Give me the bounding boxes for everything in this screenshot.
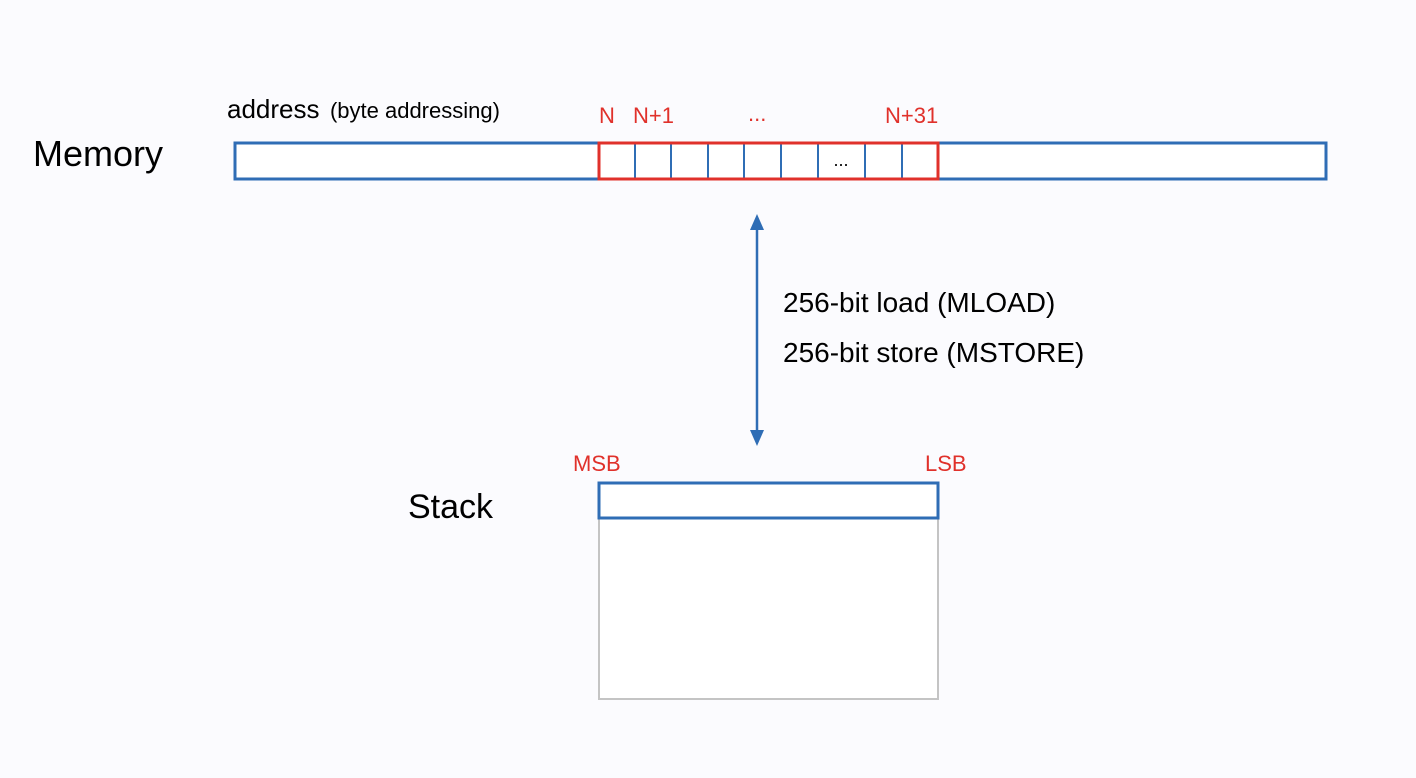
address-note: (byte addressing) bbox=[330, 98, 500, 123]
stack-top-slot bbox=[597, 481, 940, 520]
memory-cell-ellipsis: ... bbox=[833, 150, 848, 170]
address-word: address bbox=[227, 94, 320, 124]
mload-caption: 256-bit load (MLOAD) bbox=[783, 287, 1055, 318]
mstore-caption: 256-bit store (MSTORE) bbox=[783, 337, 1084, 368]
memory-cell-dividers bbox=[634, 143, 903, 179]
highlighted-word bbox=[597, 141, 940, 181]
lsb-label: LSB bbox=[925, 451, 967, 476]
byte-label-n-plus-1: N+1 bbox=[633, 103, 674, 128]
address-label: address (byte addressing) bbox=[227, 94, 500, 124]
byte-label-ellipsis: ... bbox=[748, 101, 766, 126]
byte-label-n-plus-31: N+31 bbox=[885, 103, 938, 128]
double-arrow-icon bbox=[750, 214, 764, 446]
memory-label: Memory bbox=[33, 133, 163, 174]
msb-label: MSB bbox=[573, 451, 621, 476]
byte-label-n: N bbox=[599, 103, 615, 128]
stack-body bbox=[598, 517, 939, 700]
stack-label: Stack bbox=[408, 488, 494, 526]
